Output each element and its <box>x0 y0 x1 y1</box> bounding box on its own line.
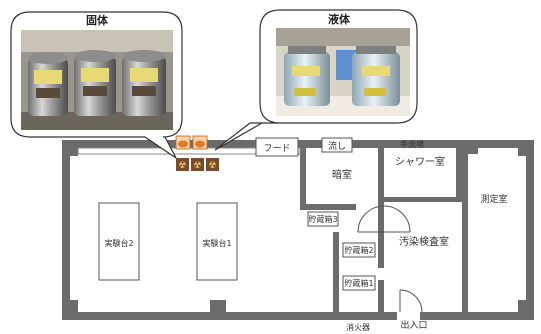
pillar <box>210 300 226 320</box>
extinguisher-label: 消火器 <box>346 322 370 332</box>
radiation-icon <box>191 158 204 171</box>
liquid-callout: 液体 <box>214 9 418 151</box>
measurement-label: 測定室 <box>480 193 507 205</box>
storage-box-2-label: 貯蔵箱2 <box>344 245 373 255</box>
storage-box-3 <box>307 211 339 227</box>
door-swing-contamination <box>357 205 411 233</box>
wall-shower-bottom <box>384 197 462 202</box>
outer-wall-bottom-right <box>420 312 534 320</box>
liquid-waste-photo <box>276 28 410 116</box>
solid-can-3 <box>122 50 166 116</box>
wall-measurement-left <box>462 148 468 312</box>
wall-storage-column <box>333 232 339 312</box>
outer-wall-bottom-left <box>62 312 397 320</box>
hood-label: フード <box>263 144 290 154</box>
darkroom-label: 暗室 <box>332 168 352 181</box>
bench-2 <box>98 202 140 281</box>
container-icon-body <box>178 140 188 148</box>
handwash-label: 手洗場 <box>400 139 424 149</box>
radiation-glyph: ☢ <box>178 161 186 171</box>
radiation-icon <box>176 158 189 171</box>
solid-callout: 固体 <box>10 11 183 159</box>
solid-can-2 <box>74 50 116 116</box>
solid-waste-photo <box>21 30 173 130</box>
radiation-glyph: ☢ <box>208 161 216 171</box>
radiation-icons: ☢ ☢ ☢ <box>176 158 219 171</box>
contamination-label: 汚染検査室 <box>399 235 449 248</box>
pillar <box>62 300 78 320</box>
pillar <box>62 140 78 156</box>
solid-can-1 <box>28 52 68 116</box>
entrance-label: 出入口 <box>400 319 427 331</box>
wall-lower-right <box>378 280 384 312</box>
liquid-jar-2 <box>352 46 400 106</box>
sink <box>321 137 353 153</box>
pillar <box>518 300 534 320</box>
outer-wall-right <box>526 140 534 320</box>
wall-darkroom-bottom <box>300 204 356 210</box>
pillar <box>518 140 534 156</box>
solid-callout-title: 固体 <box>86 13 109 27</box>
bench-1-label: 実験台1 <box>202 238 231 248</box>
wall-shower-left <box>378 148 384 268</box>
storage-box-1-label: 貯蔵箱1 <box>344 278 373 288</box>
storage-box-3-label: 貯蔵箱3 <box>308 214 337 224</box>
outer-wall-left <box>62 140 70 320</box>
storage-box-2 <box>342 242 376 258</box>
liquid-callout-title: 液体 <box>328 12 351 26</box>
hood <box>255 137 299 157</box>
radiation-glyph: ☢ <box>193 161 201 171</box>
sink-label: 流し <box>328 140 346 152</box>
door-swing-entrance <box>399 289 423 313</box>
bench-1 <box>196 202 238 281</box>
storage-box-1 <box>342 275 376 291</box>
wall-darkroom-left <box>300 148 306 210</box>
bench-2-label: 実験台2 <box>104 238 133 248</box>
liquid-jar-1 <box>284 46 330 106</box>
wall-shower-right <box>456 148 462 202</box>
radiation-icon <box>206 158 219 171</box>
container-icon-body <box>195 140 205 148</box>
container-icons <box>175 135 208 150</box>
shower-label: シャワー室 <box>395 155 445 168</box>
